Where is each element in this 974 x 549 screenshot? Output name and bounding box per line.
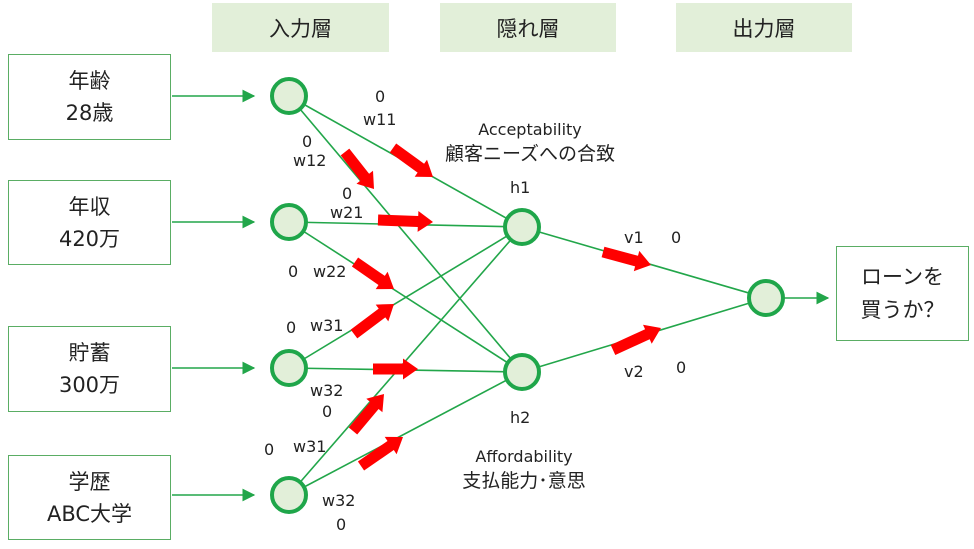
- input-box-savings: 貯蓄 300万: [8, 326, 171, 412]
- output-line-2: 買うか？: [860, 297, 945, 322]
- weight-arrows: [340, 143, 661, 471]
- weight-value-w31-upper: 0: [286, 318, 297, 337]
- neuron-node: [503, 208, 541, 246]
- weight-value-w11: 0: [375, 87, 386, 106]
- weight-arrow: [340, 148, 374, 189]
- weight-value-w32-lower: 0: [336, 515, 347, 534]
- weight-label-w21: w21: [330, 203, 364, 222]
- weight-label-w12: w12: [293, 151, 327, 170]
- weight-label-v1: v1: [624, 228, 644, 247]
- input-box-age: 年齢 28歳: [8, 54, 171, 140]
- weight-label-w32-lower: w32: [322, 491, 356, 510]
- input-name: 年齢: [68, 69, 111, 93]
- weight-label-w11: w11: [363, 110, 397, 129]
- hidden-node-label-h1: h1: [510, 178, 531, 197]
- input-value: 300万: [58, 373, 121, 397]
- weight-value-w21: 0: [342, 184, 353, 203]
- weight-arrow: [601, 246, 651, 272]
- weight-label-w32-upper: w32: [310, 381, 344, 400]
- h2-caption-en: Affordability: [475, 447, 573, 466]
- input-name: 貯蓄: [68, 341, 111, 365]
- weight-arrow: [350, 304, 394, 339]
- input-name: 学歴: [68, 469, 111, 494]
- weight-arrow: [373, 358, 418, 380]
- connection-line: [288, 226, 523, 369]
- h2-caption-ja: 支払能力･意思: [462, 470, 586, 492]
- neuron-node: [270, 476, 308, 514]
- weight-arrow: [351, 257, 394, 290]
- connection-line: [288, 95, 523, 373]
- neuron-nodes: [270, 77, 785, 514]
- weight-arrow: [377, 211, 433, 232]
- weight-arrow: [610, 324, 661, 355]
- weight-value-w31-lower: 0: [264, 440, 275, 459]
- input-box-education: 学歴 ABC大学: [8, 455, 171, 540]
- neuron-node: [747, 279, 785, 317]
- input-layer-header: 入力層: [212, 3, 389, 52]
- weight-value-v1: 0: [671, 228, 682, 247]
- connection-line: [288, 371, 523, 496]
- weight-arrow: [357, 436, 403, 471]
- input-value: ABC大学: [46, 501, 133, 526]
- h1-caption-en: Acceptability: [478, 120, 582, 139]
- weight-label-v2: v2: [624, 362, 644, 381]
- weight-label-w31-lower: w31: [293, 437, 327, 456]
- neuron-node: [270, 203, 308, 241]
- h1-caption: Acceptability 顧客ニーズへの合致: [440, 117, 620, 167]
- weight-value-w12: 0: [302, 132, 313, 151]
- weight-value-v2: 0: [676, 358, 687, 377]
- weight-arrow: [389, 143, 433, 177]
- output-box: ローンを 買うか？: [836, 246, 969, 341]
- input-value: 28歳: [65, 101, 114, 125]
- weight-value-w32-upper: 0: [322, 402, 333, 421]
- weight-label-w22: w22: [313, 262, 347, 281]
- input-name: 年収: [68, 194, 111, 219]
- hidden-layer-header: 隠れ層: [440, 3, 616, 52]
- input-value: 420万: [58, 226, 121, 251]
- neuron-node: [503, 353, 541, 391]
- neuron-node: [270, 349, 308, 387]
- output-layer-header: 出力層: [676, 3, 852, 52]
- output-line-1: ローンを: [861, 264, 944, 289]
- weight-label-w31-upper: w31: [310, 316, 344, 335]
- hidden-node-label-h2: h2: [510, 408, 531, 427]
- h1-caption-ja: 顧客ニーズへの合致: [444, 143, 616, 165]
- h2-caption: Affordability 支払能力･意思: [434, 444, 614, 494]
- neuron-node: [270, 77, 308, 115]
- weight-arrow: [348, 394, 384, 435]
- input-box-income: 年収 420万: [8, 180, 171, 265]
- weight-value-w22: 0: [288, 262, 299, 281]
